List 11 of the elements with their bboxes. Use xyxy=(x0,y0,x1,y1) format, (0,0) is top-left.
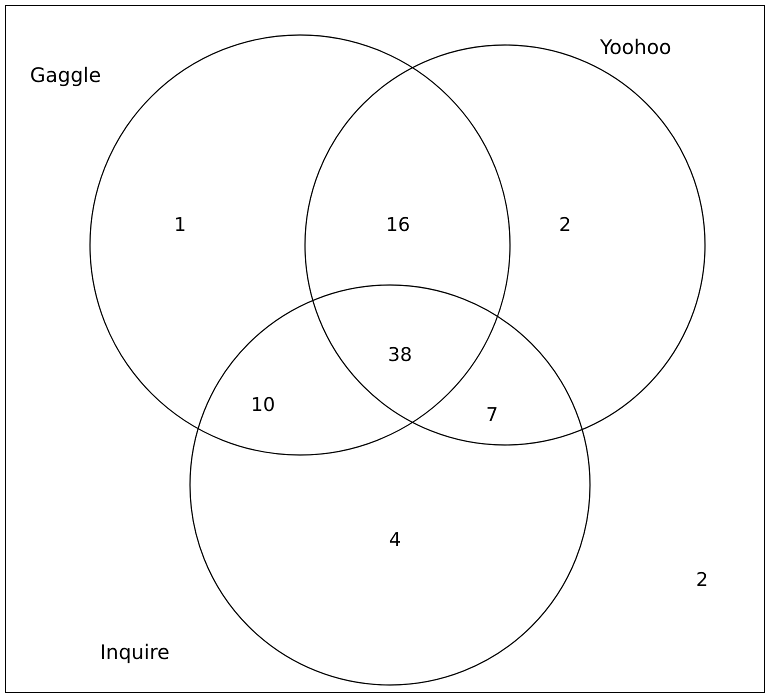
set-label: Gaggle xyxy=(30,63,102,87)
region-count: 16 xyxy=(386,214,410,236)
region-count: 1 xyxy=(174,214,186,236)
region-count: 2 xyxy=(558,214,572,236)
region-count: 38 xyxy=(388,344,412,366)
set-label: Yoohoo xyxy=(600,35,672,59)
region-count: 4 xyxy=(388,529,402,551)
region-count: 2 xyxy=(696,569,708,591)
set-label: Inquire xyxy=(100,640,170,664)
region-count: 7 xyxy=(486,404,498,426)
region-count: 10 xyxy=(250,394,276,416)
